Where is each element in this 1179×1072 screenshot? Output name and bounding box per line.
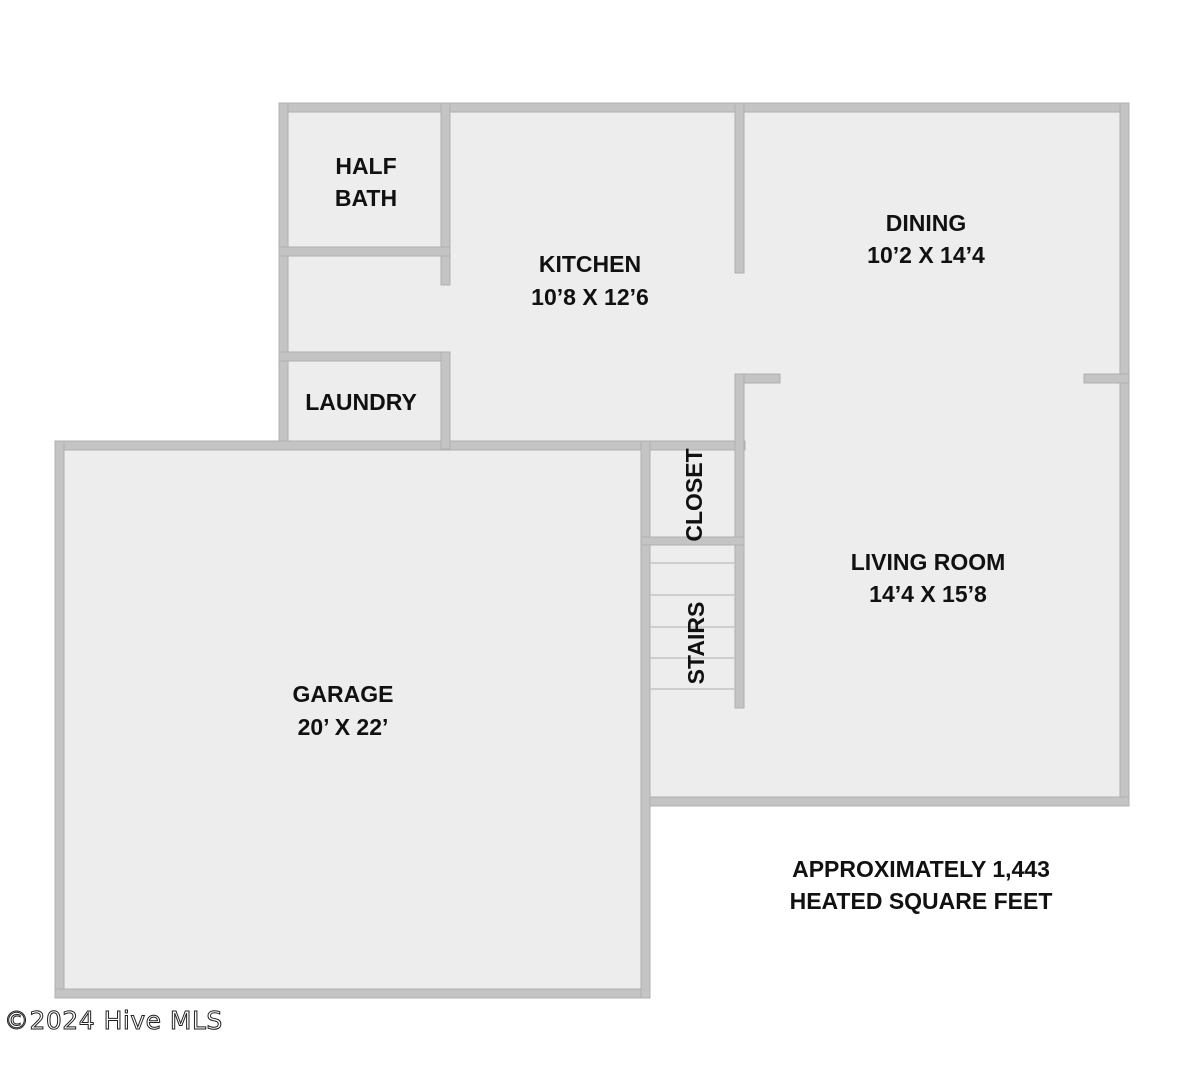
wall-bottom-living xyxy=(640,796,1130,807)
wall-laundry-top xyxy=(278,351,451,362)
garage-label: GARAGE xyxy=(293,681,394,707)
wall-laundry-right xyxy=(440,351,451,450)
wall-halfbath-right xyxy=(440,102,451,286)
living-room-label: LIVING ROOM xyxy=(851,549,1006,575)
floor-living xyxy=(644,440,1128,802)
wall-garage-bottom xyxy=(54,988,651,999)
wall-closet-bottom xyxy=(640,536,745,546)
wall-kitchen-dining xyxy=(734,102,745,274)
square-feet-line2: HEATED SQUARE FEET xyxy=(790,888,1053,914)
floor-areas xyxy=(56,104,1128,997)
garage-dims: 20’ X 22’ xyxy=(298,714,389,740)
stair-treads xyxy=(650,562,735,690)
wall-right xyxy=(1119,102,1130,807)
room-labels: HALF BATH KITCHEN 10’8 X 12’6 DINING 10’… xyxy=(293,153,1053,914)
floor-garage xyxy=(56,442,650,997)
half-bath-label-line1: HALF xyxy=(335,153,396,179)
half-bath-label-line2: BATH xyxy=(335,185,397,211)
wall-left-upper xyxy=(278,102,289,450)
watermark-copyright: ©2024 Hive MLS xyxy=(4,1006,223,1036)
wall-garage-left xyxy=(54,440,65,999)
walls xyxy=(54,102,1130,999)
kitchen-dims: 10’8 X 12’6 xyxy=(531,284,649,310)
laundry-label: LAUNDRY xyxy=(305,389,417,415)
stairs-label: STAIRS xyxy=(683,602,709,685)
kitchen-label: KITCHEN xyxy=(539,251,641,277)
floor-upper xyxy=(280,104,1128,446)
living-room-dims: 14’4 X 15’8 xyxy=(869,581,987,607)
wall-top xyxy=(278,102,1130,113)
wall-halfbath-bottom xyxy=(278,246,451,257)
closet-label: CLOSET xyxy=(681,448,707,541)
dining-label: DINING xyxy=(886,210,967,236)
dining-dims: 10’2 X 14’4 xyxy=(867,242,985,268)
wall-garage-right xyxy=(640,440,651,999)
wall-living-stub-right xyxy=(1083,373,1130,384)
square-feet-line1: APPROXIMATELY 1,443 xyxy=(792,856,1050,882)
